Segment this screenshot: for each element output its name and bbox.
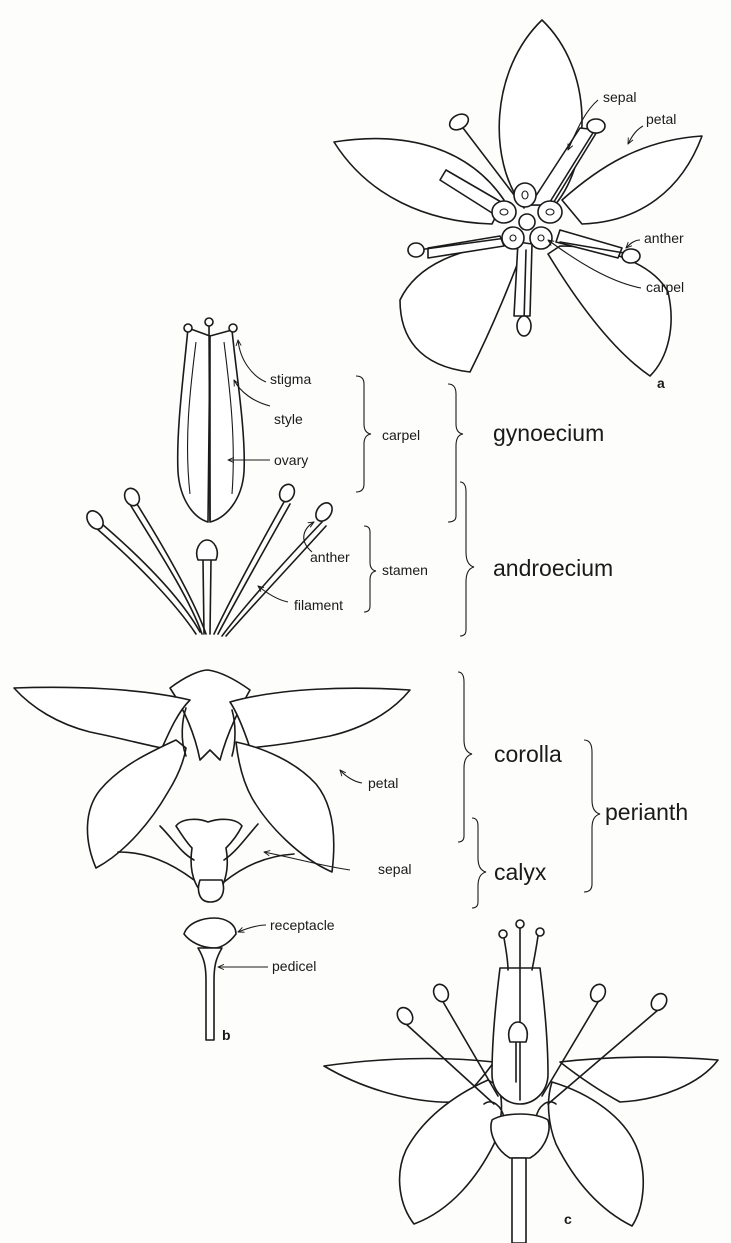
- label-sepal-a: sepal: [603, 89, 636, 105]
- brace-perianth: [584, 740, 600, 892]
- anther-b2: [122, 486, 142, 508]
- pointer-anther-a: [626, 240, 640, 248]
- carpel-5: [492, 201, 516, 223]
- stigma-right: [229, 324, 237, 332]
- anther-c3: [509, 1022, 528, 1042]
- anther-c4: [588, 982, 608, 1004]
- stamen-middle: [203, 560, 204, 634]
- pedicel-c: [512, 1158, 526, 1243]
- label-carpel-a: carpel: [646, 279, 684, 295]
- carpel-center: [519, 214, 535, 230]
- label-petal-b: petal: [368, 775, 398, 791]
- flower-exploded-view: stigma style ovary anther filament petal…: [14, 318, 411, 1043]
- flower-top-view: sepal petal anther carpel a: [334, 20, 702, 391]
- brace-carpel: [356, 376, 371, 492]
- brace-corolla: [458, 672, 472, 842]
- stigma-middle: [205, 318, 213, 326]
- panel-label-b: b: [222, 1027, 231, 1043]
- receptacle-b: [198, 880, 223, 902]
- carpel-1: [514, 183, 536, 207]
- petal-left-c: [400, 1080, 502, 1224]
- petal-wide-right-b: [230, 688, 410, 748]
- panel-label-a: a: [657, 375, 665, 391]
- anther-b5: [313, 500, 336, 524]
- stigma-c-left: [499, 930, 507, 938]
- flower-side-view: c: [324, 920, 718, 1243]
- anther-c1: [394, 1005, 416, 1028]
- pointer-petal-a: [628, 126, 643, 144]
- stigma-left: [184, 324, 192, 332]
- brace-stamen: [364, 526, 376, 612]
- anther-a4: [622, 249, 640, 263]
- label-stamen-group: stamen: [382, 562, 428, 578]
- anther-b4: [277, 482, 297, 504]
- anther-c5: [648, 991, 670, 1014]
- pointer-receptacle: [238, 925, 266, 932]
- pointer-stigma: [238, 340, 266, 382]
- anther-b1: [84, 508, 107, 532]
- label-receptacle: receptacle: [270, 917, 335, 933]
- anther-a2: [587, 119, 605, 133]
- label-stigma: stigma: [270, 371, 311, 387]
- petal-upper-left: [334, 139, 504, 224]
- pointer-filament: [258, 586, 288, 602]
- label-corolla: corolla: [494, 741, 562, 767]
- anther-b3: [197, 540, 218, 560]
- label-filament: filament: [294, 597, 343, 613]
- petal-lower-right: [548, 246, 671, 376]
- label-style: style: [274, 411, 303, 427]
- label-pedicel: pedicel: [272, 958, 316, 974]
- carpel-4: [502, 227, 524, 249]
- receptacle-c: [491, 1114, 549, 1158]
- panel-label-c: c: [564, 1211, 572, 1227]
- petal-wide-left-b: [14, 687, 190, 748]
- label-anther-b: anther: [310, 549, 350, 565]
- stamen-right: [214, 502, 284, 634]
- pointer-petal-b: [340, 770, 362, 783]
- carpel-right-b: [210, 330, 244, 522]
- stigma-c-middle: [516, 920, 524, 928]
- stigma-c-right: [536, 928, 544, 936]
- label-ovary: ovary: [274, 452, 308, 468]
- petal-right-c: [549, 1082, 644, 1226]
- brace-calyx: [472, 818, 486, 908]
- carpel-2: [538, 201, 562, 223]
- anther-c2: [431, 982, 451, 1004]
- petal-lower-right-b: [236, 742, 334, 872]
- petal-lower-left: [400, 242, 522, 372]
- pedicel-b: [198, 948, 222, 1040]
- anther-a3: [408, 243, 424, 257]
- label-calyx: calyx: [494, 859, 547, 885]
- brace-gynoecium: [448, 384, 463, 522]
- label-perianth: perianth: [605, 799, 688, 825]
- sepal-lower: [514, 242, 532, 316]
- label-carpel-group: carpel: [382, 427, 420, 443]
- grouping-braces: carpel stamen gynoecium androecium corol…: [356, 376, 688, 908]
- label-sepal-b: sepal: [378, 861, 411, 877]
- carpel-3: [530, 227, 552, 249]
- anther-a1: [447, 111, 471, 133]
- anther-a5: [517, 316, 531, 336]
- brace-androecium: [460, 482, 474, 636]
- label-petal-a: petal: [646, 111, 676, 127]
- label-anther-a: anther: [644, 230, 684, 246]
- label-androecium: androecium: [493, 555, 613, 581]
- label-gynoecium: gynoecium: [493, 420, 604, 446]
- petal-lower-left-b: [87, 740, 186, 868]
- receptacle-top-b: [184, 918, 236, 948]
- stamen-far-right: [222, 522, 322, 636]
